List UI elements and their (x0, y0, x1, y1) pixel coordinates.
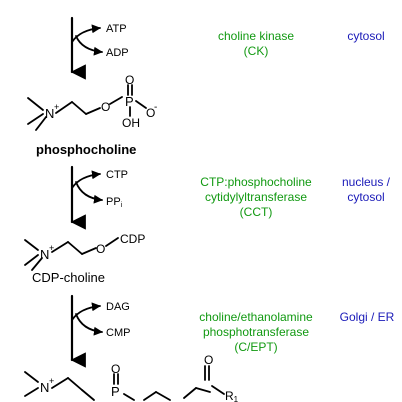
molecule-name-cdp-choline: CDP-choline (32, 270, 105, 285)
atom-o: O (96, 242, 105, 256)
location-text: nucleus / (341, 175, 391, 189)
cofactor-in-atp: ATP (106, 23, 127, 35)
cofactor-out-cmp: CMP (106, 327, 130, 339)
molecule-name-phosphocholine: phosphocholine (36, 142, 137, 157)
enzyme-label-cept: choline/ethanolamine phosphotransferase … (183, 310, 329, 355)
cofactor-in-dag: DAG (106, 301, 130, 313)
location-text: cytosol (347, 29, 385, 43)
phosphatidylcholine-structure (24, 365, 225, 401)
phosphocholine-structure (27, 84, 147, 131)
enzyme-name-line2: phosphotransferase (202, 325, 310, 339)
enzyme-name: choline/ethanolamine (199, 310, 313, 324)
charge-minus: - (154, 102, 157, 113)
location-text-line2: cytosol (347, 190, 385, 204)
location-label-cytosol: cytosol (336, 29, 396, 44)
charge-plus: + (49, 376, 54, 386)
atom-o-double: O (111, 362, 120, 376)
reaction-arrow-step1 (70, 16, 103, 80)
atom-p: P (125, 94, 134, 109)
atom-o-double: O (125, 73, 134, 87)
atom-o-carbonyl: O (204, 353, 213, 367)
cdp-choline-structure (24, 237, 119, 271)
enzyme-abbrev: (CK) (243, 44, 269, 58)
enzyme-label-ck: choline kinase (CK) (196, 29, 316, 59)
enzyme-name: choline kinase (217, 29, 295, 43)
atom-r1: R1 (225, 389, 239, 402)
cofactor-in-ctp: CTP (106, 169, 128, 181)
enzyme-abbrev: (CCT) (239, 205, 273, 219)
enzyme-name: CTP:phosphocholine (200, 175, 312, 189)
atom-oh: OH (122, 116, 140, 130)
charge-plus: + (54, 102, 59, 112)
atom-n: N (40, 380, 49, 395)
atom-n: N (40, 247, 49, 262)
location-label-nucleus-cytosol: nucleus / cytosol (336, 175, 396, 205)
atom-o-minus: O (146, 106, 155, 120)
cdp-group: CDP (120, 232, 145, 246)
atom-o: O (101, 100, 110, 114)
cofactor-out-ppi: PPi (106, 196, 123, 209)
reaction-arrow-step2 (70, 165, 103, 230)
enzyme-name-line2: cytidylyltransferase (204, 190, 308, 204)
enzyme-label-cct: CTP:phosphocholine cytidylyltransferase … (183, 175, 329, 220)
atom-n: N (45, 106, 54, 121)
location-label-golgi-er: Golgi / ER (334, 310, 400, 325)
atom-p: P (111, 384, 120, 399)
cofactor-out-adp: ADP (106, 47, 129, 59)
location-text: Golgi / ER (339, 310, 395, 324)
charge-plus: + (49, 243, 54, 253)
reaction-arrow-step3 (70, 294, 103, 368)
enzyme-abbrev: (C/EPT) (234, 340, 278, 354)
